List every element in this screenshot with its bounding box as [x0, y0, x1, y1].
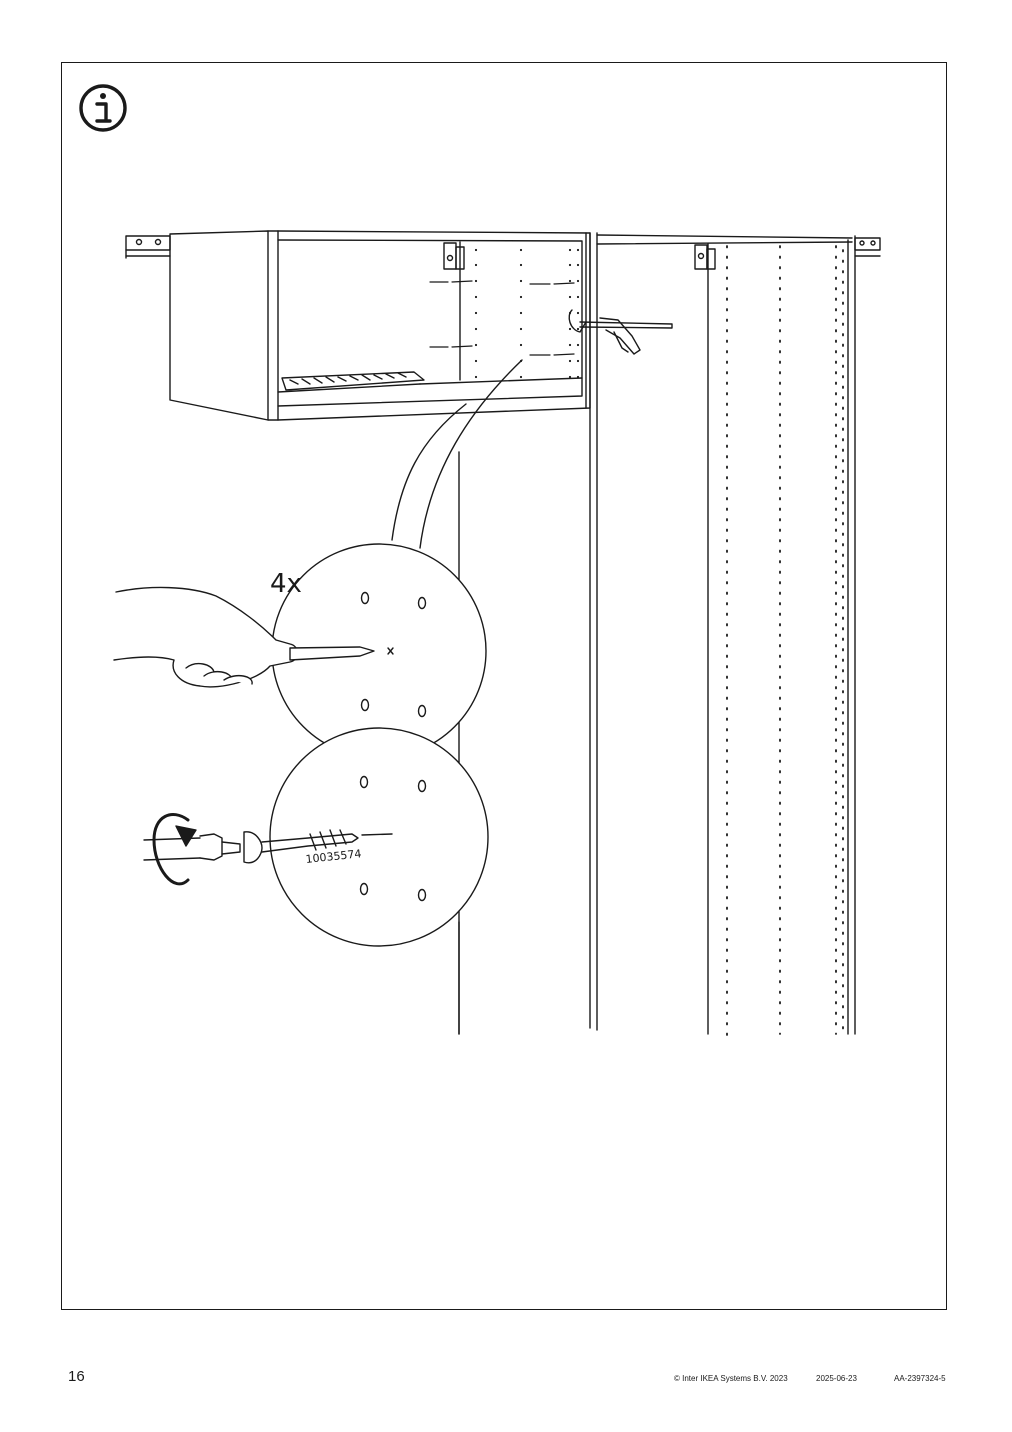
article-id: AA-2397324-5	[894, 1374, 946, 1383]
copyright-text: © Inter IKEA Systems B.V. 2023	[674, 1374, 788, 1383]
tall-cabinet	[589, 232, 881, 1039]
wall-cabinet	[169, 230, 591, 421]
page-number: 16	[68, 1368, 85, 1385]
clamp	[568, 309, 673, 355]
page-frame	[61, 62, 947, 1310]
wall-rail-left	[125, 235, 171, 259]
info-icon	[79, 84, 127, 132]
document-date: 2025-06-23	[816, 1374, 857, 1383]
screw-part-number: 10035574	[305, 847, 362, 866]
quantity-label: 4x	[270, 569, 302, 599]
detail-circle-mark	[113, 543, 487, 759]
detail-circle-screw	[143, 727, 489, 947]
